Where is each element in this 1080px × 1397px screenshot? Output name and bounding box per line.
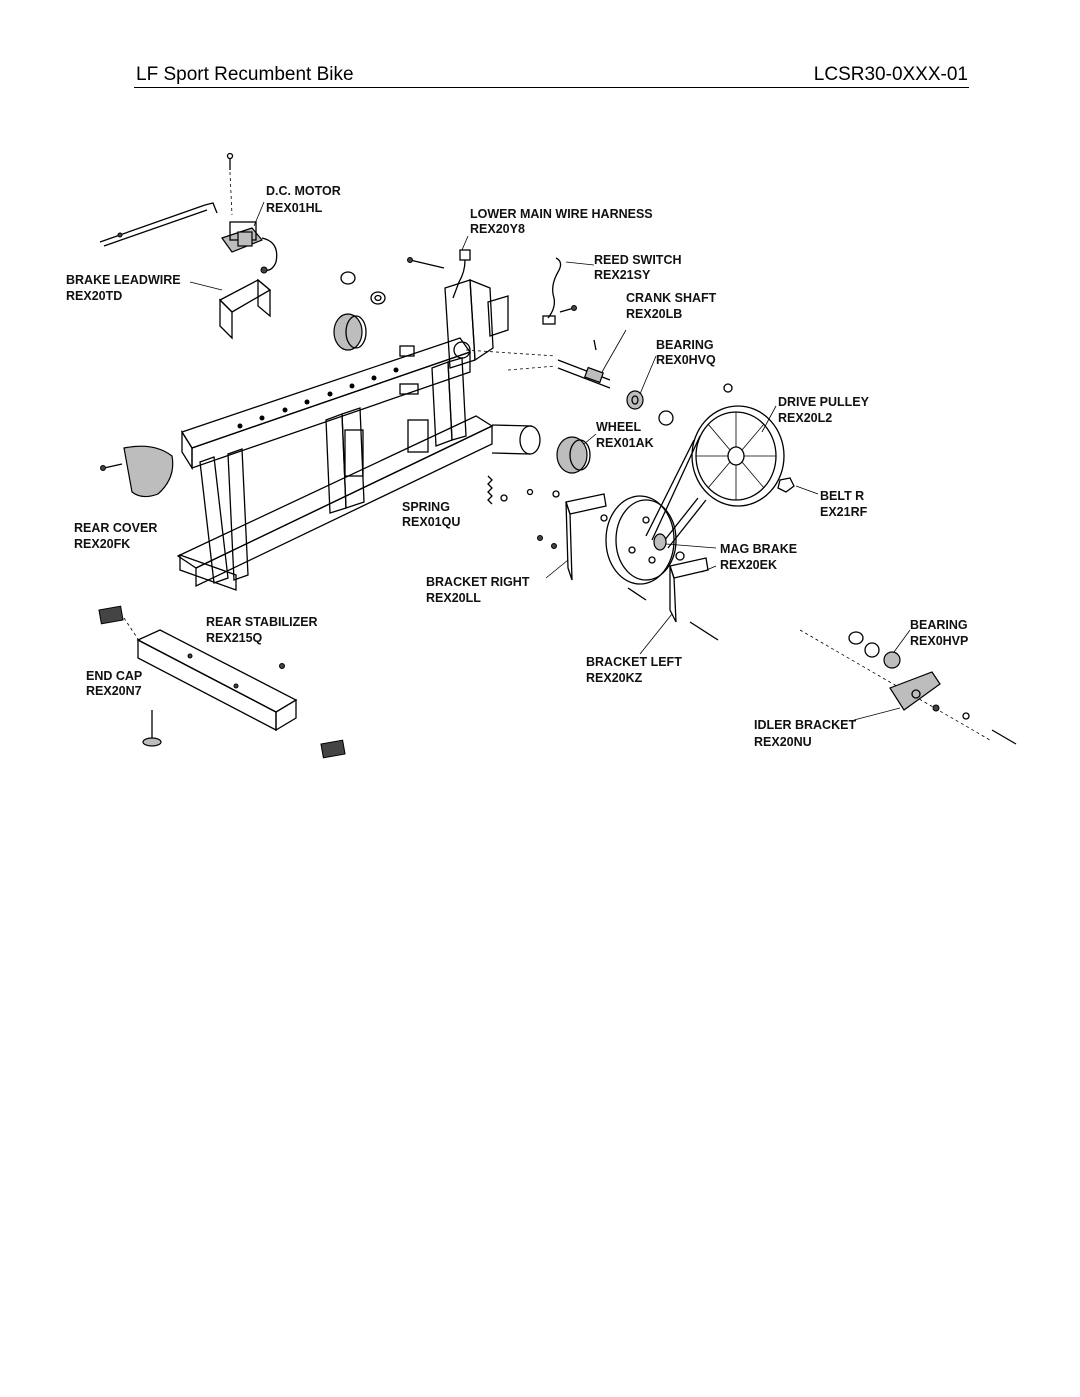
page-title: LF Sport Recumbent Bike	[136, 64, 354, 85]
bracket-left	[627, 557, 719, 641]
label-rear-stabilizer-code: REX215Q	[206, 631, 263, 645]
label-harness-name: LOWER MAIN WIRE HARNESS	[470, 207, 653, 221]
label-brake-leadwire-code: REX20TD	[66, 289, 122, 303]
label-brake-leadwire-name: BRAKE LEADWIRE	[66, 273, 181, 287]
brake-leadwire	[99, 202, 218, 247]
label-bracket-right-code: REX20LL	[426, 591, 481, 605]
label-bearing-1-code: REX0HVQ	[656, 353, 716, 367]
label-bracket-left-name: BRACKET LEFT	[586, 655, 682, 669]
crank-shaft	[465, 339, 611, 389]
model-number: LCSR30-0XXX-01	[813, 64, 968, 85]
label-rear-cover-code: REX20FK	[74, 537, 130, 551]
exploded-parts-diagram: D.C. MOTOR REX01HL LOWER MAIN WIRE HARNE…	[66, 152, 1017, 759]
label-reed-switch-code: REX21SY	[594, 268, 651, 282]
rear-stabilizer	[136, 629, 298, 732]
label-mag-brake-code: REX20EK	[720, 558, 777, 572]
belt	[645, 435, 795, 549]
label-bearing-2-name: BEARING	[910, 618, 968, 632]
label-drive-pulley-name: DRIVE PULLEY	[778, 395, 870, 409]
label-harness-code: REX20Y8	[470, 222, 525, 236]
wire-harness	[452, 249, 471, 299]
washer-rings	[340, 257, 445, 305]
rear-cover	[100, 445, 174, 498]
bearing-1	[626, 383, 733, 426]
spring	[487, 475, 508, 505]
label-rear-stabilizer-name: REAR STABILIZER	[206, 615, 318, 629]
label-wheel-code: REX01AK	[596, 436, 654, 450]
label-crank-shaft-code: REX20LB	[626, 307, 682, 321]
label-spring-code: REX01QU	[402, 515, 460, 529]
end-cap-rear	[320, 739, 346, 759]
label-dc-motor-name: D.C. MOTOR	[266, 184, 341, 198]
label-bracket-left-code: REX20KZ	[586, 671, 643, 685]
label-dc-motor-code: REX01HL	[266, 201, 323, 215]
drive-pulley	[691, 405, 785, 507]
dc-motor-assembly	[218, 152, 278, 340]
part-labels: D.C. MOTOR REX01HL LOWER MAIN WIRE HARNE…	[66, 184, 968, 749]
label-idler-bracket-code: REX20NU	[754, 735, 812, 749]
label-belt-name: BELT R	[820, 489, 864, 503]
end-cap-front	[98, 605, 141, 643]
label-belt-code: EX21RF	[820, 505, 868, 519]
label-end-cap-name: END CAP	[86, 669, 142, 683]
label-bearing-1-name: BEARING	[656, 338, 714, 352]
label-end-cap-code: REX20N7	[86, 684, 142, 698]
label-rear-cover-name: REAR COVER	[74, 521, 157, 535]
idler-bracket	[799, 629, 1017, 745]
label-mag-brake-name: MAG BRAKE	[720, 542, 797, 556]
label-wheel-name: WHEEL	[596, 420, 642, 434]
wheel	[556, 436, 591, 474]
reed-switch	[542, 257, 577, 325]
label-bearing-2-code: REX0HVP	[910, 634, 968, 648]
label-reed-switch-name: REED SWITCH	[594, 253, 682, 267]
label-drive-pulley-code: REX20L2	[778, 411, 832, 425]
label-spring-name: SPRING	[402, 500, 450, 514]
label-bracket-right-name: BRACKET RIGHT	[426, 575, 530, 589]
flywheel	[605, 495, 685, 585]
main-frame	[176, 279, 541, 591]
leader-lines	[189, 201, 911, 721]
header-rule	[134, 87, 969, 88]
label-crank-shaft-name: CRANK SHAFT	[626, 291, 717, 305]
leveler-foot	[142, 710, 162, 747]
label-idler-bracket-name: IDLER BRACKET	[754, 718, 856, 732]
roller-wheel	[333, 313, 367, 351]
bracket-right	[526, 488, 608, 581]
